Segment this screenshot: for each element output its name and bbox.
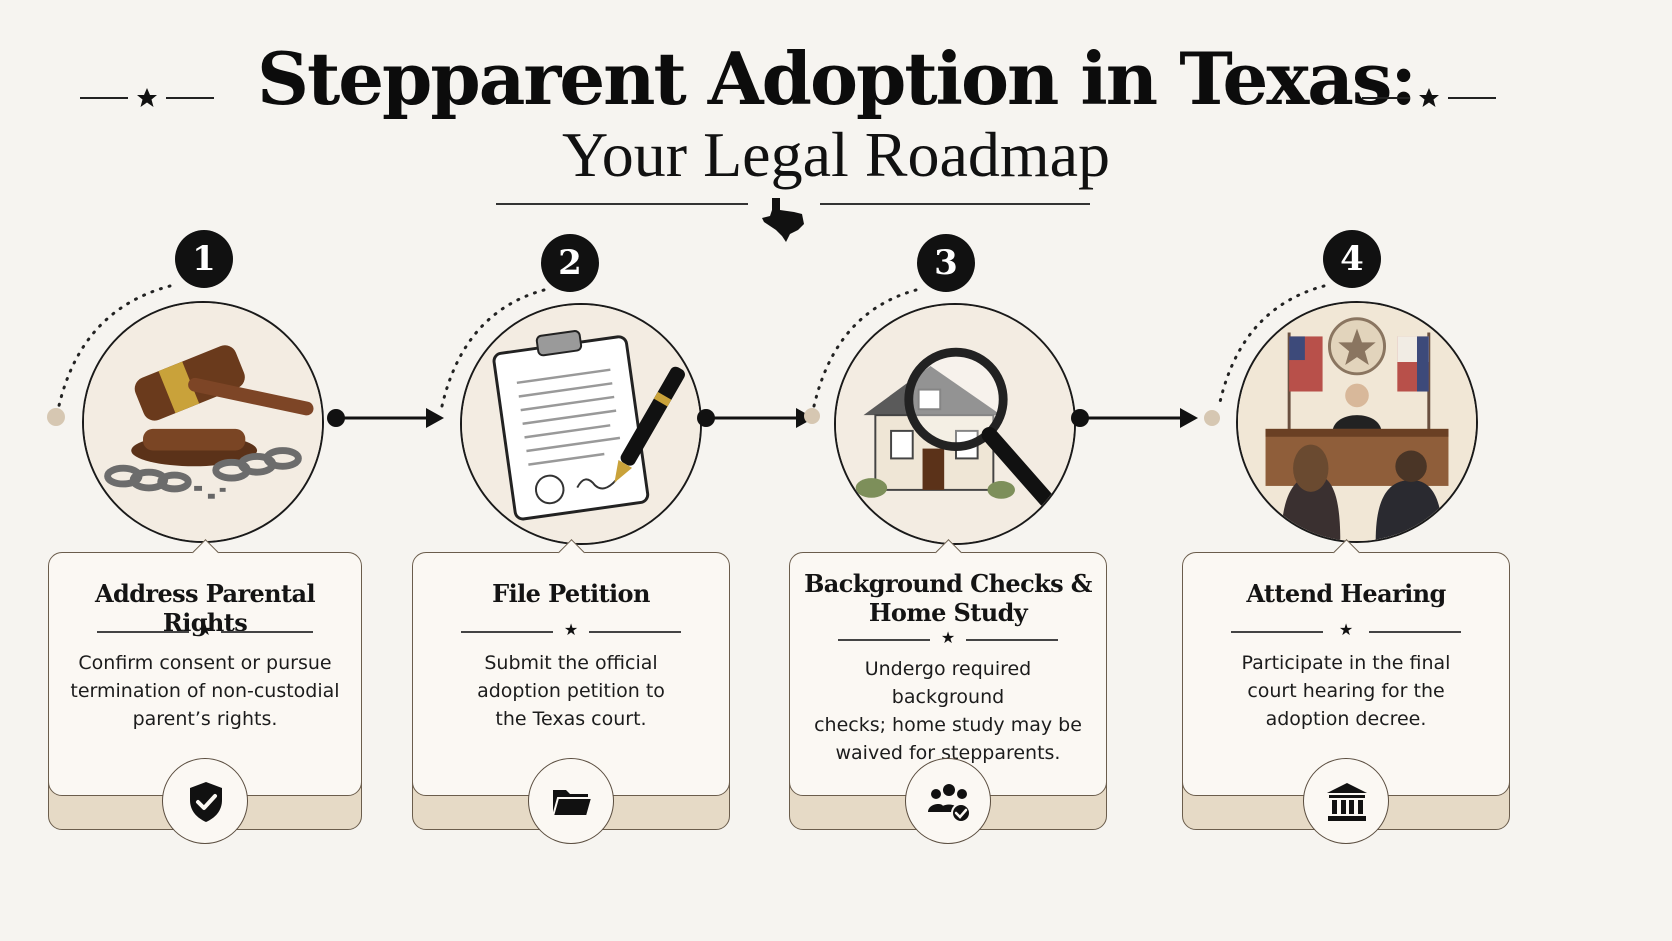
step-card-3: Background Checks & Home Study ★ Undergo… (789, 539, 1107, 844)
star-divider: ★ (49, 623, 361, 639)
illustration-gavel (82, 301, 324, 543)
step-title-2: File Petition (492, 579, 650, 608)
star-icon (1419, 88, 1439, 107)
step-icon-badge-1 (162, 758, 248, 844)
star-icon: ★ (563, 622, 579, 639)
step-card-1: Address Parental Rights ★ Confirm consen… (48, 539, 362, 844)
step-icon-badge-4 (1303, 758, 1389, 844)
arrow-3-to-4 (1071, 408, 1220, 428)
step-description-4: Participate in the final court hearing f… (1241, 652, 1451, 730)
step-number-2: 2 (541, 234, 599, 292)
card-body: Attend Hearing ★ Participate in the fina… (1182, 539, 1510, 796)
dotted-arc-1 (47, 284, 172, 426)
step-number-1: 1 (175, 230, 233, 288)
illustration-petition (460, 303, 702, 545)
people-check-icon (928, 784, 971, 823)
texas-map-icon (762, 198, 804, 242)
star-divider: ★ (1183, 623, 1509, 639)
dotted-arc-3 (804, 288, 918, 424)
left-star-ornament (80, 88, 214, 107)
step-icon-badge-3 (905, 758, 991, 844)
step-title-4: Attend Hearing (1246, 579, 1446, 608)
arrow-2-to-3 (697, 408, 814, 428)
step-title-3: Background Checks & Home Study (804, 569, 1092, 627)
illustration-home-study (834, 303, 1076, 545)
right-star-ornament (1362, 88, 1496, 107)
star-icon: ★ (940, 630, 956, 647)
card-body: File Petition ★ Submit the official adop… (412, 539, 730, 796)
page-subtitle: Your Legal Roadmap (561, 119, 1111, 190)
step-card-4: Attend Hearing ★ Participate in the fina… (1182, 539, 1510, 844)
star-divider: ★ (790, 631, 1106, 647)
subtitle-rule-right (820, 203, 1090, 205)
step-number-4: 4 (1323, 230, 1381, 288)
shield-check-icon (190, 782, 222, 822)
step-description-3: Undergo required background checks; home… (814, 658, 1082, 764)
star-icon: ★ (197, 622, 213, 639)
dotted-arc-4 (1218, 284, 1326, 404)
step-description-1: Confirm consent or pursue termination of… (70, 652, 340, 730)
card-body: Address Parental Rights ★ Confirm consen… (48, 539, 362, 796)
arrow-1-to-2 (327, 408, 444, 428)
illustration-courtroom (1236, 301, 1478, 543)
star-icon: ★ (1338, 622, 1354, 639)
step-icon-badge-2 (528, 758, 614, 844)
courthouse-icon (1327, 783, 1367, 821)
step-card-2: File Petition ★ Submit the official adop… (412, 539, 730, 844)
subtitle-rule-left (496, 203, 748, 205)
star-divider: ★ (413, 623, 729, 639)
card-body: Background Checks & Home Study ★ Undergo… (789, 539, 1107, 796)
page-title: Stepparent Adoption in Texas: (256, 36, 1417, 121)
dotted-arc-2 (440, 288, 546, 408)
step-number-3: 3 (917, 234, 975, 292)
step-description-2: Submit the official adoption petition to… (477, 652, 665, 730)
folder-icon (551, 790, 594, 817)
star-icon (137, 88, 157, 107)
